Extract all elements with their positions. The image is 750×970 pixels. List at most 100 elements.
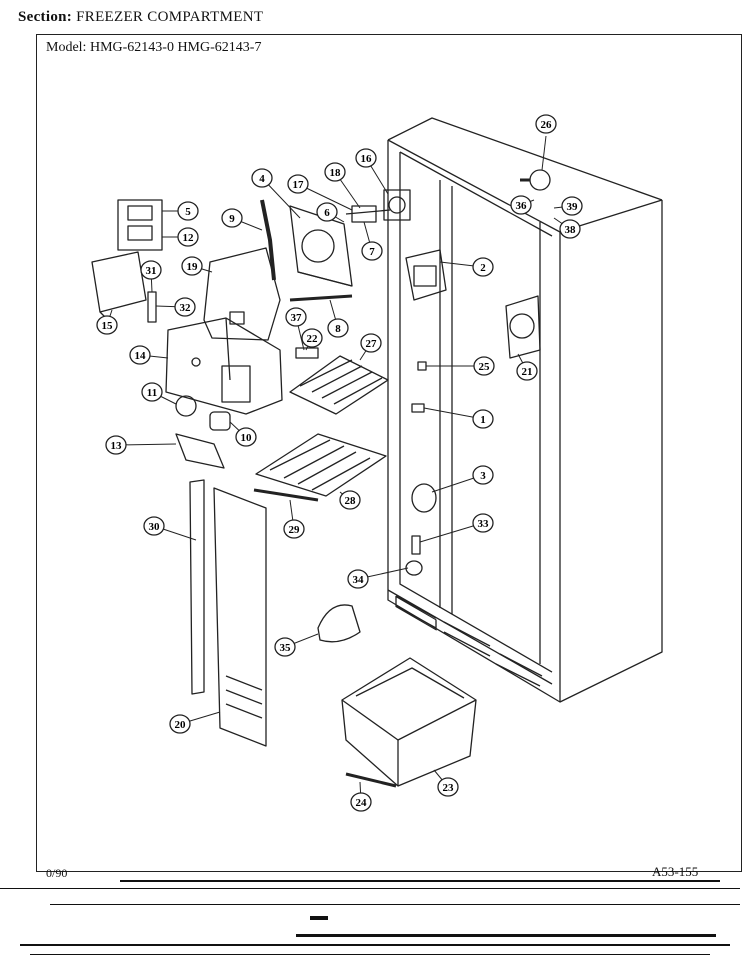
model-label: Model: bbox=[46, 40, 87, 55]
scan-line bbox=[50, 904, 740, 905]
callout-circle bbox=[181, 256, 203, 276]
callout-number: 1 bbox=[480, 414, 486, 426]
callout-28: 28 bbox=[339, 490, 361, 510]
callout-32: 32 bbox=[174, 297, 196, 317]
part-9-strip bbox=[260, 199, 276, 281]
callout-25: 25 bbox=[473, 356, 495, 376]
part-29-rail bbox=[253, 488, 319, 502]
callout-number: 10 bbox=[241, 432, 253, 444]
callout-circle bbox=[324, 162, 346, 182]
callout-1: 1 bbox=[472, 409, 494, 429]
callout-34: 34 bbox=[347, 569, 369, 589]
callout-number: 15 bbox=[102, 320, 114, 332]
callout-number: 35 bbox=[280, 642, 292, 654]
section-title: FREEZER COMPARTMENT bbox=[76, 9, 264, 25]
callout-number: 39 bbox=[567, 201, 579, 213]
callout-number: 24 bbox=[356, 797, 368, 809]
callout-circle bbox=[105, 435, 127, 455]
callout-number: 33 bbox=[478, 518, 490, 530]
part-22-bracket bbox=[295, 347, 319, 359]
part-5-12-bracket bbox=[117, 199, 163, 251]
callout-number: 30 bbox=[149, 521, 161, 533]
callout-number: 29 bbox=[289, 524, 301, 536]
callout-19: 19 bbox=[181, 256, 203, 276]
scan-line bbox=[120, 880, 720, 882]
callout-number: 17 bbox=[293, 179, 305, 191]
callout-37: 37 bbox=[285, 307, 307, 327]
part-32-clip bbox=[147, 291, 157, 323]
callout-circle bbox=[301, 328, 323, 348]
callout-circle bbox=[169, 714, 191, 734]
part-8-rail bbox=[289, 294, 353, 302]
callout-36: 36 bbox=[510, 195, 532, 215]
callout-number: 38 bbox=[565, 224, 577, 236]
callout-number: 6 bbox=[324, 207, 330, 219]
callout-number: 36 bbox=[516, 200, 528, 212]
callout-circle bbox=[360, 333, 382, 353]
callout-number: 19 bbox=[187, 261, 199, 273]
callout-17: 17 bbox=[287, 174, 309, 194]
callout-number: 20 bbox=[175, 719, 187, 731]
part-21-fan bbox=[505, 295, 541, 359]
callout-number: 13 bbox=[111, 440, 123, 452]
callout-number: 27 bbox=[366, 338, 378, 350]
callout-circle bbox=[361, 241, 383, 261]
callout-number: 5 bbox=[185, 206, 191, 218]
part-28-shelf bbox=[255, 433, 387, 497]
callout-26: 26 bbox=[535, 114, 557, 134]
callout-circle bbox=[287, 174, 309, 194]
callout-circle bbox=[347, 569, 369, 589]
part-24-strip bbox=[345, 772, 397, 788]
callout-circle bbox=[96, 315, 118, 335]
scan-line bbox=[0, 888, 740, 889]
callout-number: 23 bbox=[443, 782, 455, 794]
scan-line bbox=[30, 954, 710, 955]
callout-circle bbox=[535, 114, 557, 134]
callout-16: 16 bbox=[355, 148, 377, 168]
section-label: Section: bbox=[18, 9, 73, 25]
callout-number: 28 bbox=[345, 495, 357, 507]
callout-6: 6 bbox=[316, 202, 338, 222]
callout-number: 22 bbox=[307, 333, 319, 345]
callout-circle bbox=[473, 356, 495, 376]
part-13-lens bbox=[175, 433, 225, 469]
part-11-bulb bbox=[175, 395, 197, 417]
callout-21: 21 bbox=[516, 361, 538, 381]
callout-31: 31 bbox=[140, 260, 162, 280]
part-26-valve bbox=[520, 169, 551, 191]
callout-23: 23 bbox=[437, 777, 459, 797]
callout-13: 13 bbox=[105, 435, 127, 455]
callout-15: 15 bbox=[96, 315, 118, 335]
callout-9: 9 bbox=[221, 208, 243, 228]
callout-circle bbox=[143, 516, 165, 536]
cabinet-outline bbox=[387, 117, 663, 703]
callout-circle bbox=[561, 196, 583, 216]
callout-39: 39 bbox=[561, 196, 583, 216]
callout-number: 37 bbox=[291, 312, 303, 324]
callout-circle bbox=[472, 465, 494, 485]
callout-circle bbox=[283, 519, 305, 539]
callout-circle bbox=[355, 148, 377, 168]
callout-number: 7 bbox=[369, 246, 375, 258]
callout-22: 22 bbox=[301, 328, 323, 348]
callout-18: 18 bbox=[324, 162, 346, 182]
callout-number: 11 bbox=[147, 387, 157, 399]
callout-number: 25 bbox=[479, 361, 491, 373]
callout-24: 24 bbox=[350, 792, 372, 812]
part-10-socket bbox=[209, 411, 231, 431]
callout-circle bbox=[437, 777, 459, 797]
part-1 bbox=[411, 403, 425, 413]
part-14-shroud bbox=[165, 317, 283, 415]
part-34 bbox=[405, 560, 423, 576]
callout-circle bbox=[516, 361, 538, 381]
part-2-bracket bbox=[405, 249, 447, 301]
callout-circle bbox=[472, 513, 494, 533]
callout-number: 31 bbox=[146, 265, 157, 277]
callout-circle bbox=[251, 168, 273, 188]
model-numbers: HMG-62143-0 HMG-62143-7 bbox=[89, 40, 262, 55]
callout-number: 3 bbox=[480, 470, 486, 482]
callout-10: 10 bbox=[235, 427, 257, 447]
callout-number: 4 bbox=[259, 173, 265, 185]
part-25 bbox=[417, 361, 427, 371]
